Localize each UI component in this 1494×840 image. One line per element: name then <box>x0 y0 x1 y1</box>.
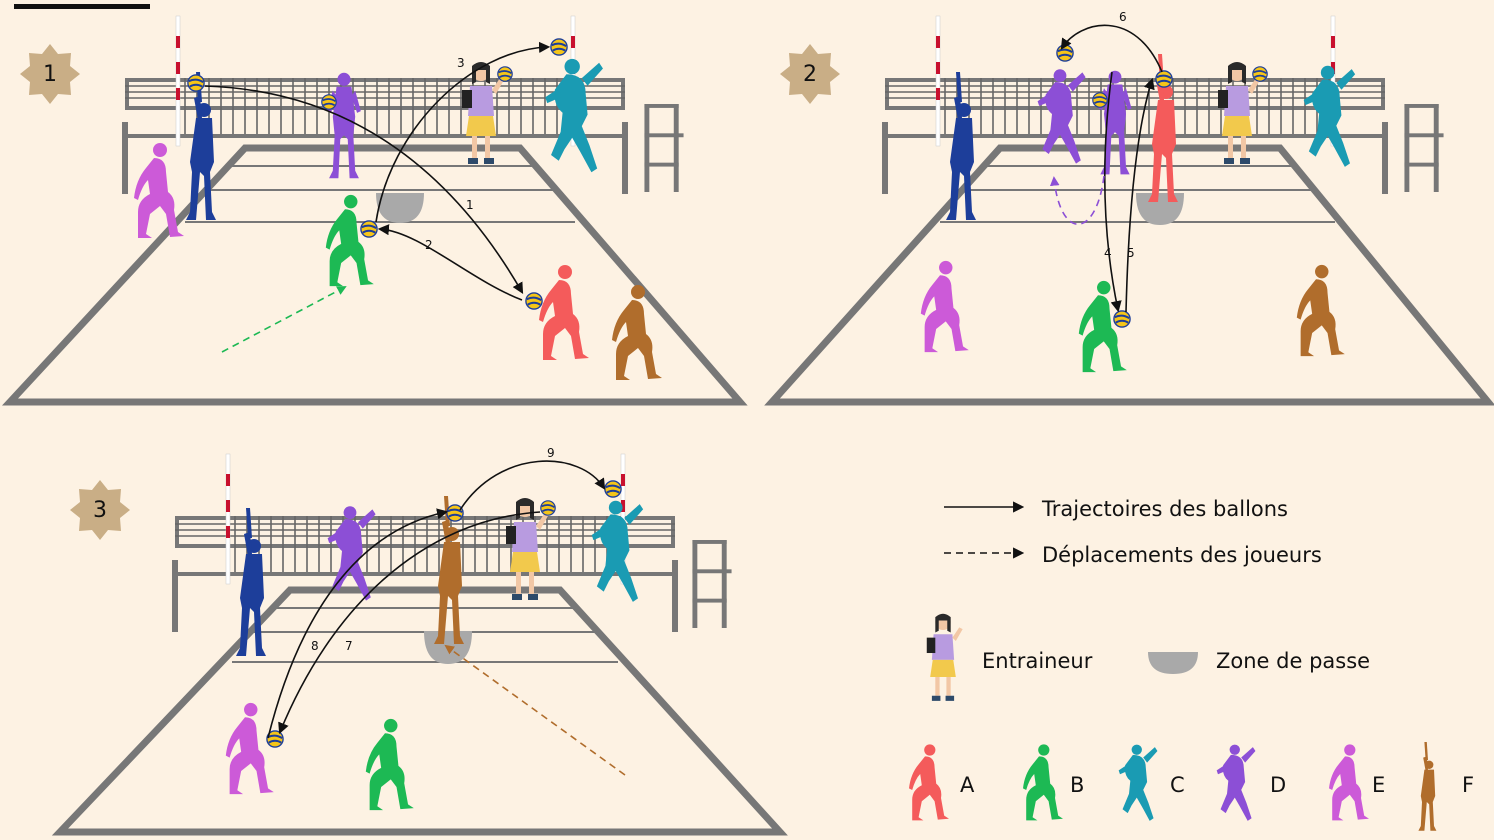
ball-trajectory <box>380 229 522 300</box>
player-c-icon <box>1119 745 1158 821</box>
trajectory-number: 8 <box>311 639 319 653</box>
player-f-icon <box>1418 742 1436 831</box>
legend-player-c: C <box>1119 745 1185 821</box>
player-e <box>134 143 184 238</box>
legend-player-e: E <box>1329 744 1385 820</box>
player-e <box>921 261 969 352</box>
legend: Trajectoires des ballons Déplacements de… <box>909 497 1474 831</box>
referee-chair <box>1404 104 1443 192</box>
ball-trajectory <box>1062 25 1162 72</box>
ball <box>1093 93 1107 107</box>
trajectory-number: 3 <box>457 56 465 70</box>
player-f <box>1297 265 1345 356</box>
panel-3: 3 7 8 9 <box>60 446 780 832</box>
legend-trajectories-label: Trajectoires des ballons <box>1041 497 1288 521</box>
player-b <box>366 719 414 810</box>
player-b <box>326 195 374 286</box>
ball <box>541 501 555 515</box>
legend-player-d: D <box>1217 745 1286 821</box>
legend-zone-label: Zone de passe <box>1216 649 1370 673</box>
player-e-icon <box>1329 744 1369 820</box>
ball <box>447 505 463 521</box>
player-c <box>545 59 603 172</box>
referee-chair <box>692 540 731 628</box>
setting-zone <box>1136 193 1184 225</box>
player-b-icon <box>1023 744 1063 820</box>
referee-chair <box>644 104 683 192</box>
ball <box>1114 311 1130 327</box>
ball <box>361 221 377 237</box>
net-post-left <box>122 122 128 194</box>
legend-zone-icon <box>1148 652 1198 674</box>
ball <box>551 39 567 55</box>
trajectory-number: 7 <box>345 639 353 653</box>
player-d <box>327 73 361 178</box>
ball <box>188 75 204 91</box>
player-letter: B <box>1070 773 1084 797</box>
antenna-left <box>936 16 940 146</box>
court-3 <box>60 454 780 832</box>
trajectory-number: 9 <box>547 446 555 460</box>
player-a-icon <box>909 744 949 820</box>
step-number: 1 <box>43 62 57 87</box>
player-d-icon <box>1217 745 1256 821</box>
net-post-right <box>1382 122 1388 194</box>
panel-1: 1 1 2 3 <box>10 16 740 402</box>
ball <box>1057 45 1073 61</box>
step-number: 2 <box>803 62 817 87</box>
net-post-left <box>172 560 178 632</box>
header-bar <box>14 4 150 9</box>
player-a <box>539 265 589 360</box>
legend-coach-icon <box>927 614 963 701</box>
trajectory-number: 4 <box>1104 246 1112 260</box>
court-outline <box>772 148 1488 402</box>
step-number: 3 <box>93 498 107 523</box>
player-movement <box>1054 176 1104 224</box>
panel-2: 2 4 5 6 <box>772 10 1488 402</box>
legend-player-a: A <box>909 744 975 820</box>
ball <box>498 67 512 81</box>
player-c <box>592 501 643 602</box>
player-e <box>226 703 274 794</box>
trajectory-number: 2 <box>425 238 433 252</box>
antenna-left <box>226 454 230 584</box>
legend-movements-label: Déplacements des joueurs <box>1042 543 1322 567</box>
player-blocker-blue <box>946 72 976 220</box>
player-movement <box>446 646 625 775</box>
legend-coach-label: Entraineur <box>982 649 1093 673</box>
player-letter: D <box>1270 773 1286 797</box>
ball <box>322 95 336 109</box>
player-letter: A <box>960 773 975 797</box>
setting-zone <box>376 193 424 223</box>
trajectory-number: 5 <box>1127 246 1135 260</box>
player-letter: E <box>1372 773 1385 797</box>
net-post-right <box>672 560 678 632</box>
player-letter: C <box>1170 773 1185 797</box>
player-movement <box>222 287 345 352</box>
net-post-left <box>882 122 888 194</box>
court-outline <box>10 148 740 402</box>
net-post-right <box>622 122 628 194</box>
trajectory-number: 1 <box>466 198 474 212</box>
antenna-left <box>176 16 180 146</box>
ball <box>526 293 542 309</box>
ball <box>1156 71 1172 87</box>
player-letter: F <box>1462 773 1474 797</box>
ball <box>1253 67 1267 81</box>
court-2 <box>772 16 1488 402</box>
legend-player-b: B <box>1023 744 1084 820</box>
legend-player-f: F <box>1418 742 1474 831</box>
ball <box>605 481 621 497</box>
trajectory-number: 6 <box>1119 10 1127 24</box>
